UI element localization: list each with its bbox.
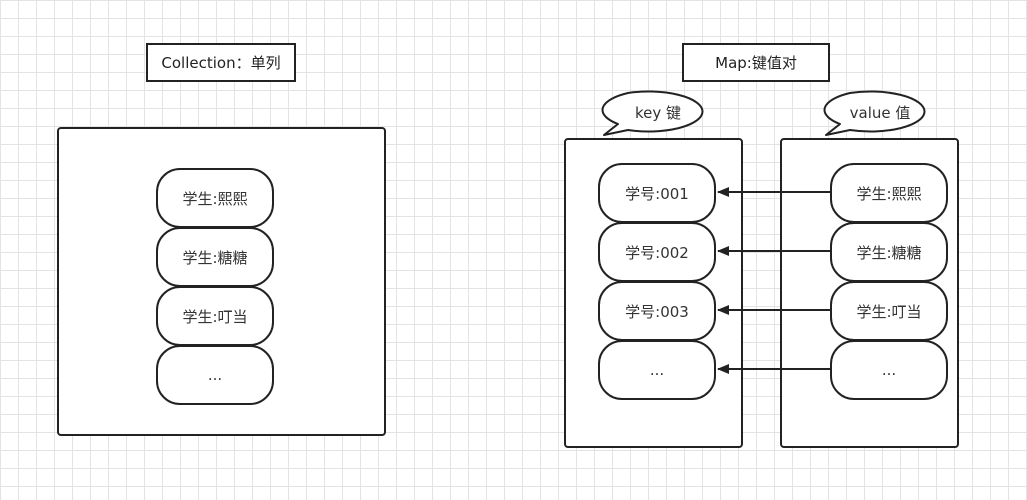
key-label: key 键 bbox=[634, 103, 682, 122]
collection-item: 学生:熙熙 bbox=[156, 168, 274, 228]
map-key-item: ... bbox=[598, 340, 716, 400]
map-key-item: 学号:003 bbox=[598, 281, 716, 341]
map-key-item: 学号:002 bbox=[598, 222, 716, 282]
map-value-item: 学生:熙熙 bbox=[830, 163, 948, 223]
value-label: value 值 bbox=[849, 103, 911, 122]
map-value-item: 学生:糖糖 bbox=[830, 222, 948, 282]
map-key-item: 学号:001 bbox=[598, 163, 716, 223]
collection-title: Collection：单列 bbox=[146, 43, 296, 82]
key-speech-bubble bbox=[601, 90, 704, 136]
map-value-item: ... bbox=[830, 340, 948, 400]
map-value-item: 学生:叮当 bbox=[830, 281, 948, 341]
collection-item: ... bbox=[156, 345, 274, 405]
map-title: Map:键值对 bbox=[682, 43, 830, 82]
value-speech-bubble bbox=[823, 90, 926, 136]
